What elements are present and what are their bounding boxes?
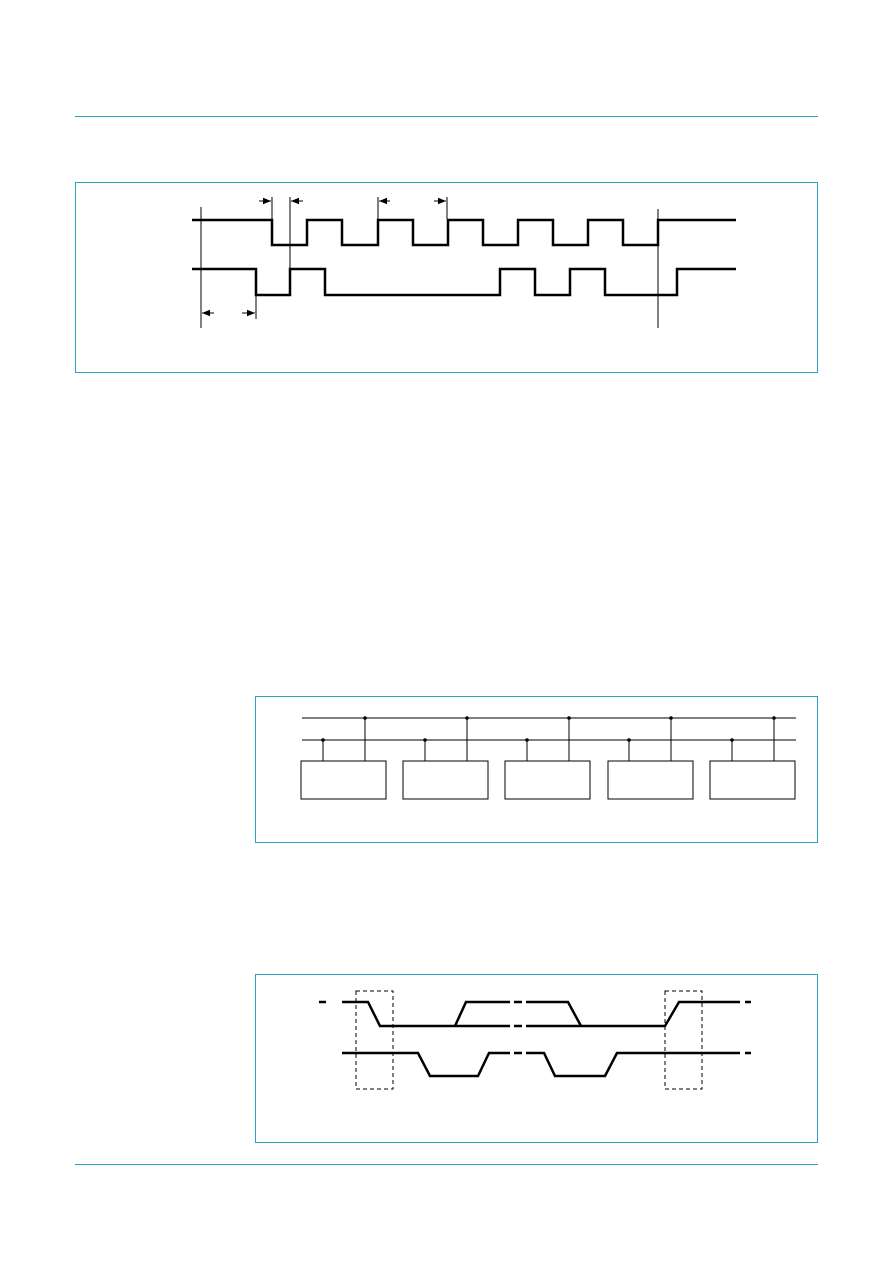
device-5 (709, 716, 796, 800)
start-stop-figure (255, 974, 818, 1143)
header-rule (75, 116, 818, 117)
start-stop-conditions-diagram (319, 990, 751, 1090)
timing-diagram (192, 197, 736, 328)
device-4 (607, 716, 694, 800)
device-box (504, 760, 591, 800)
clock-waveform (192, 218, 736, 247)
data-waveform (192, 267, 736, 297)
device-box (402, 760, 489, 800)
stop-condition-box (664, 990, 703, 1090)
upper-signal (319, 1000, 751, 1028)
lower-signal (342, 1051, 751, 1078)
device-box (709, 760, 796, 800)
footer-rule (75, 1164, 818, 1165)
device-2 (402, 716, 489, 800)
bus-connection-figure (255, 696, 818, 843)
bus-connection-diagram (300, 716, 796, 800)
device-box (607, 760, 694, 800)
device-box (300, 760, 387, 800)
device-3 (504, 716, 591, 800)
device-1 (300, 716, 387, 800)
start-condition-box (355, 990, 394, 1090)
timing-diagram-figure (75, 182, 818, 373)
